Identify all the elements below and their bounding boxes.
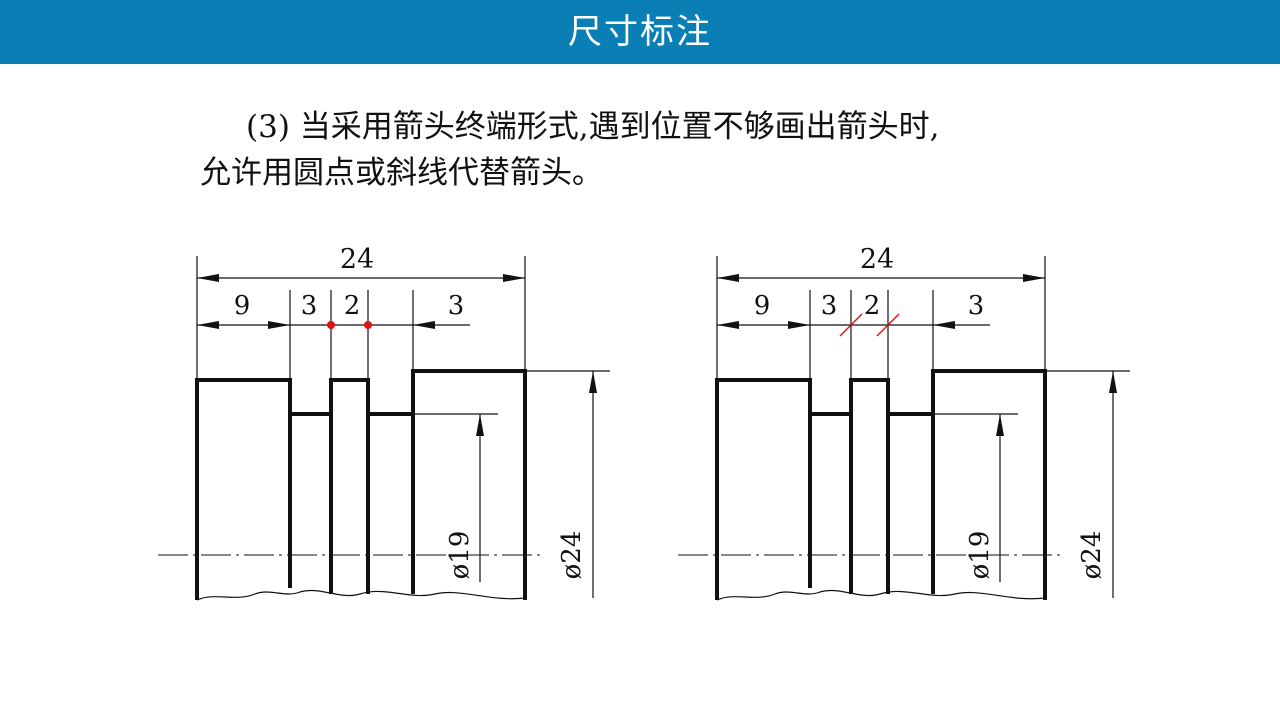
dimension-segment-2: 3 xyxy=(301,291,318,321)
dimension-segment-3: 2 xyxy=(344,291,361,321)
arrowhead xyxy=(1109,371,1117,393)
arrowhead xyxy=(413,321,435,329)
arrowhead xyxy=(197,321,219,329)
arrowhead xyxy=(503,274,525,282)
slash-terminator xyxy=(839,313,863,337)
dimension-overall-length: 24 xyxy=(340,244,374,275)
shaft-outline xyxy=(715,369,1047,600)
arrowhead xyxy=(996,414,1004,436)
body-line-1: (3) 当采用箭头终端形式,遇到位置不够画出箭头时, xyxy=(246,109,940,145)
arrowhead xyxy=(788,321,810,329)
dimension-small-diameter: ø19 xyxy=(965,531,995,580)
dimension-segment-4: 3 xyxy=(448,291,465,321)
break-line xyxy=(716,589,1046,601)
arrowhead xyxy=(268,321,290,329)
dimension-segment-1: 9 xyxy=(754,291,771,321)
break-line xyxy=(196,589,526,601)
arrowhead xyxy=(717,274,739,282)
slash-terminator xyxy=(876,313,900,337)
arrowhead xyxy=(589,371,597,393)
dimension-large-diameter: ø24 xyxy=(557,531,587,580)
shaft-outline xyxy=(195,369,527,600)
body-text: (3) 当采用箭头终端形式,遇到位置不够画出箭头时, 允许用圆点或斜线代替箭头。 xyxy=(200,104,1120,196)
dimension-large-diameter: ø24 xyxy=(1077,531,1107,580)
arrowhead xyxy=(197,274,219,282)
body-line-2: 允许用圆点或斜线代替箭头。 xyxy=(200,155,603,191)
arrowhead xyxy=(476,414,484,436)
dimension-segment-1: 9 xyxy=(234,291,251,321)
dot-terminator xyxy=(364,321,372,329)
arrowhead xyxy=(933,321,955,329)
dimension-overall-length: 24 xyxy=(860,244,894,275)
dimension-small-diameter: ø19 xyxy=(445,531,475,580)
slide-title: 尺寸标注 xyxy=(568,12,712,52)
arrowhead xyxy=(1023,274,1045,282)
header-bar xyxy=(0,0,1280,64)
dimension-segment-4: 3 xyxy=(968,291,985,321)
dot-terminator xyxy=(327,321,335,329)
arrowhead xyxy=(717,321,739,329)
dimension-segment-3: 2 xyxy=(864,291,881,321)
dimension-segment-2: 3 xyxy=(821,291,838,321)
